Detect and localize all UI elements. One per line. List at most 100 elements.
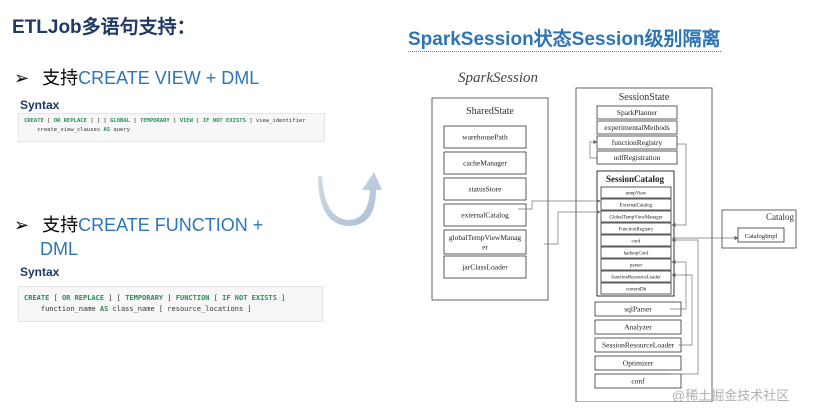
code-text: ] [ [ (86, 118, 111, 124)
shared-item-box (443, 151, 527, 175)
session-bottom-item-label: conf (631, 377, 645, 386)
catalog-item-box (600, 222, 672, 235)
session-catalog-title: SessionCatalog (606, 174, 665, 184)
catalog-item-box (600, 258, 672, 271)
catalog-item-label: FunctionRegistry (619, 227, 654, 232)
catalog-impl-box (737, 227, 785, 243)
bullet-prefix: 支持 (42, 68, 79, 88)
session-top-item-box (596, 120, 678, 135)
shared-item-label: er (482, 242, 488, 251)
shared-item-label: globalTempViewManag (449, 233, 522, 242)
connector-external-catalog (518, 198, 601, 210)
watermark: @稀土掘金技术社区 (672, 388, 790, 403)
shared-item-box (443, 125, 527, 149)
shared-item-label: externalCatalog (461, 211, 509, 220)
code-keyword: AS (99, 305, 109, 313)
code-keyword: TEMPORARY (125, 294, 164, 302)
catalog-item-label: parser (630, 263, 643, 268)
code-text: create_view_clauses (24, 127, 104, 133)
catalog-impl-label: CatalogImpl (745, 233, 778, 240)
bullet-create-view: ➢ 支持CREATE VIEW + DML (14, 64, 259, 90)
code-text: ] (169, 118, 180, 124)
session-state-top-items: SparkPlanner experimentalMethods functionR… (596, 105, 678, 165)
code-text: ] (130, 118, 140, 124)
session-top-item-label: udfRegistration (614, 153, 661, 162)
syntax-label-function: Syntax (20, 265, 60, 279)
connector-resource-loader (671, 272, 693, 346)
session-bottom-item-label: Optimizer (623, 359, 654, 368)
curved-arrow-icon (318, 168, 382, 226)
code-keyword: OR REPLACE (53, 118, 87, 124)
code-keyword: IF NOT EXISTS (202, 118, 246, 124)
code-line: CREATE [ OR REPLACE ] [ TEMPORARY ] FUNC… (24, 293, 322, 304)
code-keyword: IF NOT EXISTS (222, 294, 277, 302)
shared-item-box (443, 203, 527, 227)
code-text: ] view_identifier (245, 118, 306, 124)
bullet-highlight: CREATE VIEW + DML (78, 68, 260, 88)
catalog-item-box (600, 234, 672, 247)
session-state-bottom-items: sqlParserAnalyzerSessionResourceLoaderOp… (594, 301, 682, 389)
code-text: [ (209, 294, 223, 302)
code-line: CREATE [ OR REPLACE ] [ [ GLOBAL ] TEMPO… (24, 117, 324, 126)
session-top-item-label: functionRegistry (612, 138, 663, 147)
session-bottom-item-box (594, 319, 682, 335)
session-bottom-item-label: Analyzer (624, 323, 652, 332)
code-keyword: GLOBAL (110, 118, 130, 124)
shared-item-label: cacheManager (463, 159, 507, 168)
code-text: [ (192, 118, 203, 124)
catalog-item-box (600, 246, 672, 259)
code-text: ] [ (104, 294, 126, 302)
session-state-title: SessionState (619, 92, 670, 103)
catalog-box (721, 209, 797, 249)
code-keyword: CREATE (24, 118, 44, 124)
session-bottom-item-label: SessionResourceLoader (602, 341, 675, 350)
bullet-prefix: 支持 (42, 215, 79, 235)
code-keyword: VIEW (179, 118, 193, 124)
shared-item-label: warehousePath (462, 133, 508, 142)
catalog-item-label: hadoopConf (624, 251, 649, 256)
bullet-highlight-cont: DML (40, 239, 79, 259)
session-top-item-label: SparkPlanner (617, 108, 658, 117)
catalog-item-label: conf (632, 239, 641, 244)
code-text: query (110, 127, 130, 133)
code-keyword: CREATE (24, 294, 50, 302)
code-keyword: TEMPORARY (139, 118, 170, 124)
shared-item-box (443, 177, 527, 201)
shared-item-box (443, 229, 527, 255)
bullet-create-function: ➢ 支持CREATE FUNCTION + DML (14, 213, 263, 261)
shared-item-label: jarClassLoader (461, 263, 508, 272)
bullet-highlight: CREATE FUNCTION + (78, 215, 264, 235)
bullet-arrow-icon: ➢ (14, 215, 30, 235)
code-text: ] (276, 294, 286, 302)
catalog-title: Catalog (766, 212, 794, 222)
shared-state-title: SharedState (466, 106, 514, 117)
session-bottom-item-label: sqlParser (624, 305, 652, 314)
connector-conf (669, 237, 699, 375)
right-title: SparkSession状态Session级别隔离 (408, 24, 721, 52)
connector-function-registry (671, 143, 687, 228)
catalog-item-label: functionResourceLoader (611, 275, 661, 280)
code-keyword: FUNCTION (175, 294, 210, 302)
shared-item-label: statusStore (469, 185, 503, 194)
code-text: function_name (24, 305, 100, 313)
code-block-create-view: CREATE [ OR REPLACE ] [ [ GLOBAL ] TEMPO… (18, 113, 325, 142)
bullet-arrow-icon: ➢ (14, 68, 30, 88)
connector-global-temp-view (544, 209, 601, 245)
session-top-item-box (596, 150, 678, 165)
code-text: [ (43, 118, 54, 124)
session-top-item-box (596, 105, 678, 120)
connector-sql-parser (670, 259, 687, 310)
code-line: create_view_clauses AS query (24, 126, 324, 135)
shared-state-box (431, 97, 549, 301)
code-line: function_name AS class_name [ resource_l… (24, 304, 322, 315)
code-keyword: OR REPLACE (61, 294, 105, 302)
catalog-item-box (600, 186, 672, 199)
session-bottom-item-box (594, 355, 682, 371)
session-top-item-label: experimentalMethods (604, 123, 669, 132)
catalog-item-box (600, 270, 672, 283)
catalog-item-box (600, 282, 672, 295)
code-text: ] (163, 294, 176, 302)
shared-state-items: warehousePath cacheManager statusStore exte… (443, 125, 527, 279)
syntax-label-view: Syntax (20, 98, 60, 112)
